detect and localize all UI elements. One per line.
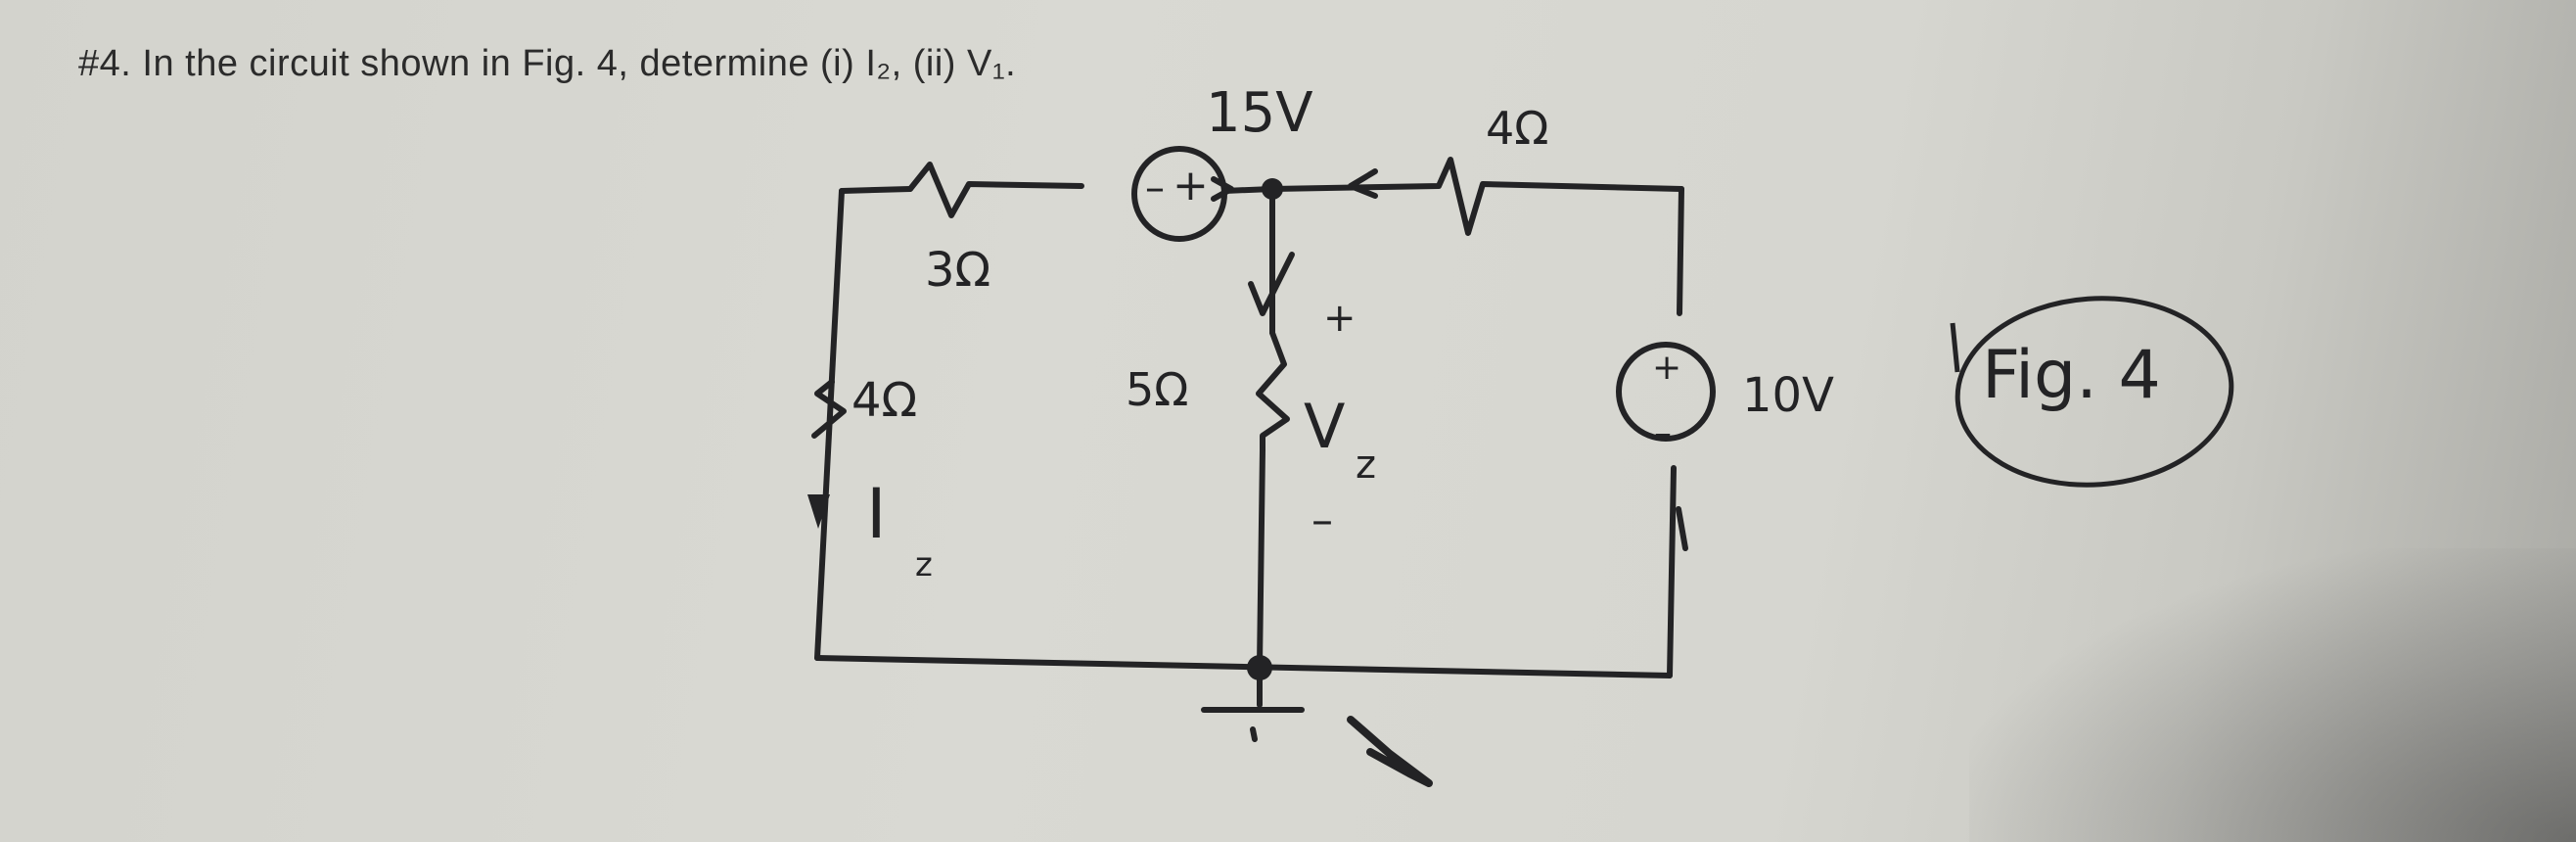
resistor-3ohm — [907, 162, 1084, 218]
right-wire-upper — [1677, 186, 1684, 316]
problem-statement: #4. In the circuit shown in Fig. 4, dete… — [78, 43, 1017, 84]
label-source10-plus: + — [1652, 348, 1682, 388]
label-10v: 10V — [1742, 368, 1834, 423]
label-current-sub: z — [915, 545, 933, 585]
label-4ohm-left: 4Ω — [851, 373, 918, 428]
fig-label-oval — [1955, 296, 2234, 488]
label-4ohm-top: 4Ω — [1486, 102, 1549, 155]
label-source15-plus: + — [1173, 161, 1209, 210]
ground-tick — [1250, 726, 1258, 742]
right-wire-lower — [1667, 465, 1677, 678]
label-5ohm: 5Ω — [1126, 363, 1189, 416]
label-3ohm: 3Ω — [925, 243, 991, 298]
current-arrow-mid — [1248, 252, 1295, 316]
label-voltage-minus: – — [1311, 495, 1333, 545]
label-source10-minus: – — [1654, 413, 1672, 453]
top-left-wire — [839, 186, 913, 194]
right-wire-tick — [1676, 506, 1688, 551]
source-10v-circle — [1616, 342, 1716, 442]
label-voltage-v: V — [1304, 391, 1346, 462]
current-arrow-top — [1211, 176, 1234, 202]
top-right-wire — [1269, 157, 1684, 236]
label-voltage-sub: z — [1356, 443, 1376, 488]
label-fig4: Fig. 4 — [1982, 337, 2161, 414]
bottom-wire — [814, 655, 1673, 678]
middle-wire-lower — [1257, 447, 1265, 669]
resistor-4ohm-left — [811, 379, 847, 439]
node-bottom — [1247, 655, 1272, 680]
label-current-i: I — [866, 474, 887, 554]
pen-scribble — [1347, 716, 1433, 787]
current-arrow-right — [1348, 168, 1378, 199]
label-source15-minus: – — [1145, 165, 1165, 210]
label-15v: 15V — [1206, 81, 1313, 145]
node-top — [1262, 178, 1283, 200]
current-arrow-left — [807, 494, 830, 529]
label-voltage-plus: + — [1323, 296, 1357, 341]
resistor-5ohm — [1256, 330, 1290, 453]
fig-label-oval-tail — [1950, 322, 1960, 373]
